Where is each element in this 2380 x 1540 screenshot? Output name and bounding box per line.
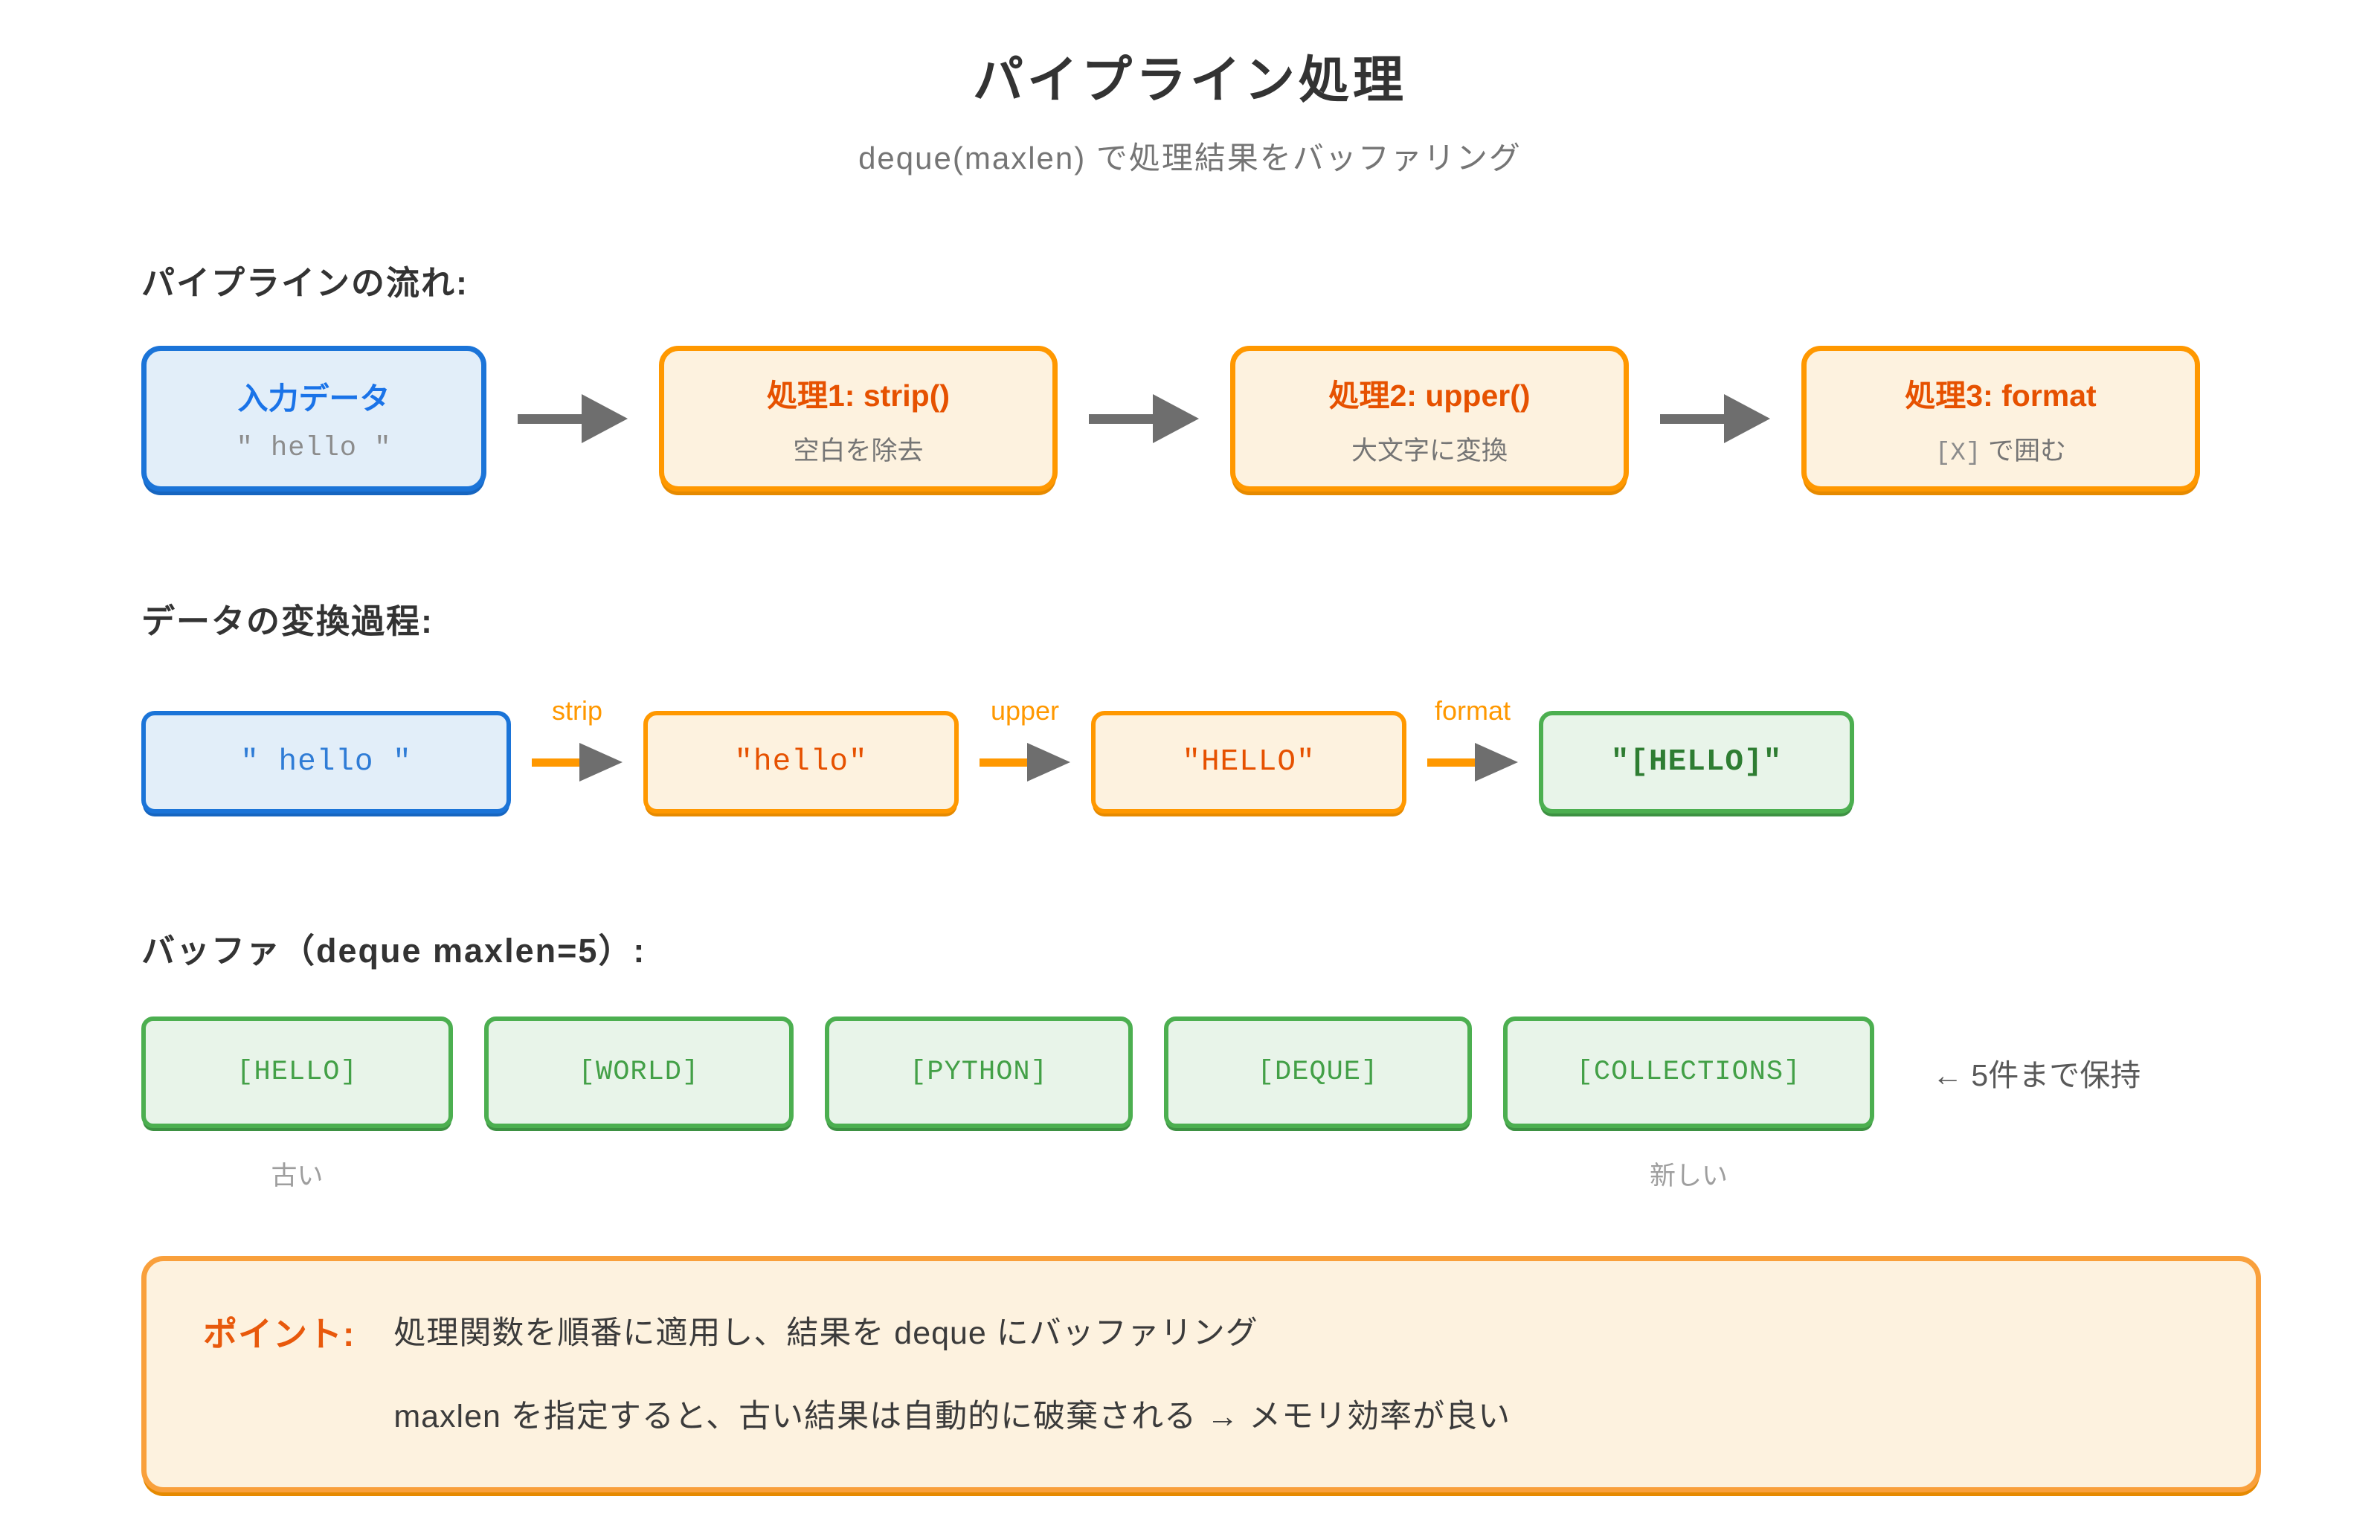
point-line1: 処理関数を順番に適用し、結果を deque にバッファリング <box>393 1315 1258 1351</box>
pipeline-heading: パイプラインの流れ: <box>141 264 469 302</box>
buffer-new-label: 新しい <box>1649 1162 1728 1191</box>
stage-strip-desc: 空白を除去 <box>793 436 924 465</box>
arrow-shaft <box>1089 413 1153 424</box>
stage-upper-title: 処理2: upper() <box>1328 378 1531 413</box>
arrow-shaft <box>1427 758 1478 767</box>
stage-strip-title: 処理1: strip() <box>767 378 950 413</box>
buffer-section: バッファ（deque maxlen=5）: [HELLO] [WORLD] [P… <box>141 924 2380 1191</box>
buffer-item: [PYTHON] <box>825 1017 1133 1128</box>
arrow-head <box>582 394 628 443</box>
page-subtitle: deque(maxlen) で処理結果をバッファリング <box>858 141 1522 175</box>
arrow-shaft <box>980 758 1030 767</box>
transform-input-box: " hello " <box>141 711 511 814</box>
stage-strip-box: 処理1: strip() 空白を除去 <box>659 346 1058 492</box>
stage-upper-desc: 大文字に変換 <box>1351 436 1508 465</box>
flow-arrow-icon <box>1660 394 1770 443</box>
stage-input-value: " hello " <box>236 433 392 464</box>
stage-format-title: 処理3: format <box>1905 378 2097 413</box>
page-title: パイプライン処理 <box>972 52 1407 109</box>
flow-arrow-icon <box>518 394 628 443</box>
point-content: ポイント: 処理関数を順番に適用し、結果を deque にバッファリング max… <box>203 1307 2211 1437</box>
transform-flow: " hello " strip "hello" upper "HELLO" fo… <box>141 695 2380 814</box>
arrow-shaft <box>518 413 582 424</box>
flow-arrow-icon <box>1089 394 1199 443</box>
transform-heading: データの変換過程: <box>141 602 434 640</box>
buffer-heading: バッファ（deque maxlen=5）: <box>141 932 646 970</box>
buffer-item: [HELLO] <box>141 1017 453 1128</box>
pipeline-flow: 入力データ " hello " 処理1: strip() 空白を除去 処理2: … <box>141 346 2380 492</box>
arrow-head <box>1153 394 1199 443</box>
point-line2: maxlen を指定すると、古い結果は自動的に破棄される → メモリ効率が良い <box>393 1399 1511 1434</box>
stage-format-desc: [X] で囲む <box>1935 430 2066 468</box>
buffer-capacity-note: ← 5件まで保持 <box>1932 1058 2141 1092</box>
arrow-head <box>579 743 623 782</box>
arrow-shaft <box>1660 413 1724 424</box>
pipeline-section: パイプラインの流れ: 入力データ " hello " 処理1: strip() … <box>141 256 2380 492</box>
upper-arrow-icon: upper <box>980 695 1070 782</box>
transform-section: データの変換過程: " hello " strip "hello" upper … <box>141 594 2380 814</box>
buffer-age-labels: 古い 新しい <box>141 1155 1874 1191</box>
buffer-item: [DEQUE] <box>1164 1017 1472 1128</box>
format-arrow-label: format <box>1434 695 1511 726</box>
format-arrow-icon: format <box>1427 695 1518 782</box>
format-desc-text: で囲む <box>1987 436 2066 465</box>
arrow-head <box>1724 394 1770 443</box>
strip-arrow-label: strip <box>551 695 603 726</box>
buffer-old-label: 古い <box>271 1162 324 1191</box>
upper-arrow-label: upper <box>990 695 1060 726</box>
stage-upper-box: 処理2: upper() 大文字に変換 <box>1230 346 1629 492</box>
stage-input-box: 入力データ " hello " <box>141 346 486 492</box>
strip-arrow-icon: strip <box>532 695 623 782</box>
point-callout: ポイント: 処理関数を順番に適用し、結果を deque にバッファリング max… <box>141 1256 2261 1492</box>
arrow-shaft <box>532 758 582 767</box>
page-header: パイプライン処理 deque(maxlen) で処理結果をバッファリング <box>0 0 2380 178</box>
transform-result-box: "[HELLO]" <box>1539 711 1854 814</box>
point-label: ポイント: <box>203 1315 356 1353</box>
stage-input-title: 入力データ <box>237 381 390 416</box>
transform-upper-box: "HELLO" <box>1091 711 1406 814</box>
arrow-head <box>1475 743 1518 782</box>
transform-stripped-box: "hello" <box>643 711 959 814</box>
format-code: [X] <box>1935 439 1981 468</box>
diagram: パイプラインの流れ: 入力データ " hello " 処理1: strip() … <box>141 256 2380 1492</box>
buffer-row: [HELLO] [WORLD] [PYTHON] [DEQUE] [COLLEC… <box>141 1017 2380 1128</box>
arrow-head <box>1027 743 1070 782</box>
buffer-item: [WORLD] <box>484 1017 794 1128</box>
buffer-item: [COLLECTIONS] <box>1503 1017 1874 1128</box>
stage-format-box: 処理3: format [X] で囲む <box>1801 346 2200 492</box>
